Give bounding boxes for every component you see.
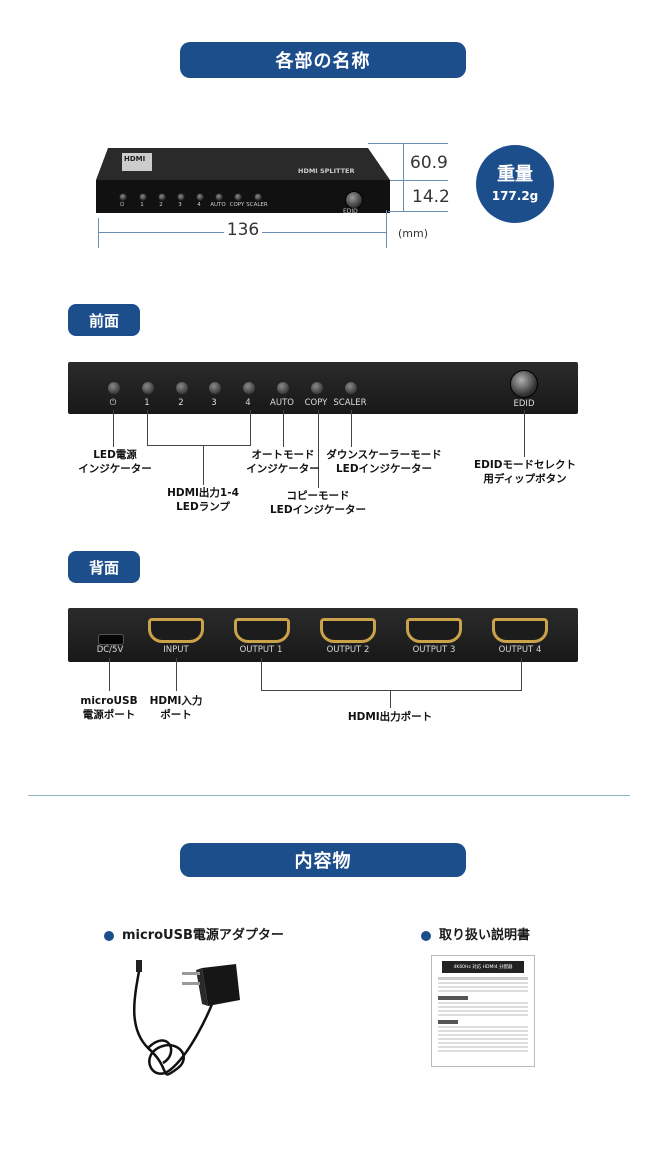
top-led-label-1: 1 [140,202,144,208]
callout-led-power: LED電源 インジケーター [78,449,152,475]
callout-hdmi-out-led: HDMI出力1-4 LEDランプ [167,487,239,513]
manual-header: 4K60Hz 対応 HDMI4 分配器 [442,961,524,973]
content-item-manual-label: 取り扱い説明書 [439,928,531,943]
weight-label: 重量 [497,164,533,185]
top-led-1 [139,193,147,201]
front-led-5 [276,381,290,395]
top-led-0 [119,193,127,201]
top-led-6 [234,193,242,201]
front-led-0 [107,381,121,395]
brand-logo [122,153,152,171]
section-tag-front: 前面 [68,304,140,336]
dimension-depth: 60.9 [410,153,448,173]
front-led-7 [344,381,358,395]
device-top-view [96,148,390,213]
top-led-2 [158,193,166,201]
top-led-label-4: 4 [197,202,201,208]
hdmi-output-port-2 [320,618,376,643]
content-item-adapter-label: microUSB電源アダプター [122,928,284,943]
device-top-edid-button [345,191,363,209]
top-led-3 [177,193,185,201]
top-led-label-0: ⏻ [119,202,125,208]
top-led-5 [215,193,223,201]
section-divider [28,795,630,796]
hdmi-output-port-1 [234,618,290,643]
rear-port-label-0: DC/5V [96,645,124,655]
section-title-contents: 内容物 [180,843,466,877]
top-led-label-7: SCALER [246,202,268,208]
front-led-label-5: AUTO [270,398,294,408]
callout-hdmi-out: HDMI出力ポート [347,711,433,723]
top-led-7 [254,193,262,201]
dimension-width: 136 [226,220,260,240]
microusb-port [98,634,124,645]
weight-badge: 重量 177.2g [476,145,554,223]
front-led-label-2: 2 [178,398,184,408]
callout-usb-power: microUSB 電源ポート [80,695,138,721]
hdmi-input-port [148,618,204,643]
front-led-label-4: 4 [245,398,251,408]
front-led-label-6: COPY [304,398,328,408]
front-led-1 [141,381,155,395]
rear-port-label-2: OUTPUT 1 [239,645,283,655]
rear-port-label-5: OUTPUT 4 [498,645,542,655]
callout-hdmi-in: HDMI入力 ポート [149,695,203,721]
rear-port-label-4: OUTPUT 3 [412,645,456,655]
content-item-manual: 取り扱い説明書 [421,924,530,943]
callout-auto-mode: オートモード インジケーター [246,449,320,475]
manual-image: 4K60Hz 対応 HDMI4 分配器 [431,955,535,1067]
front-led-label-1: 1 [144,398,150,408]
callout-downscale: ダウンスケーラーモード LEDインジケーター [326,449,442,475]
section-tag-rear: 背面 [68,551,140,583]
device-top-brand: HDMI [124,155,146,163]
power-adapter-image [133,960,240,1076]
hdmi-output-port-4 [492,618,548,643]
dimension-height: 14.2 [412,187,450,207]
top-led-label-5: AUTO [210,202,226,208]
hdmi-output-port-3 [406,618,462,643]
front-led-label-0: ⏻ [109,398,117,408]
weight-value: 177.2g [491,189,539,203]
front-led-4 [242,381,256,395]
dimension-unit: (mm) [398,227,429,240]
top-led-4 [196,193,204,201]
callout-copy-mode: コピーモード LEDインジケーター [269,490,367,516]
front-led-3 [208,381,222,395]
device-top-model: HDMI SPLITTER [298,167,355,175]
front-led-label-7: SCALER [333,398,367,408]
content-item-adapter: microUSB電源アダプター [104,924,284,943]
front-led-2 [175,381,189,395]
callout-edid-button: EDIDモードセレクト 用ディップボタン [473,459,576,485]
device-top-edid-label: EDID [343,208,358,215]
section-title-names: 各部の名称 [180,42,466,78]
front-led-label-3: 3 [211,398,217,408]
front-edid-label: EDID [513,399,535,409]
top-led-label-3: 3 [178,202,182,208]
front-edid-button [510,370,538,398]
rear-port-label-1: INPUT [163,645,189,655]
bullet-icon [421,930,431,941]
top-led-label-2: 2 [159,202,163,208]
rear-port-label-3: OUTPUT 2 [326,645,370,655]
front-led-6 [310,381,324,395]
top-led-label-6: COPY [229,202,245,208]
bullet-icon [104,930,114,941]
